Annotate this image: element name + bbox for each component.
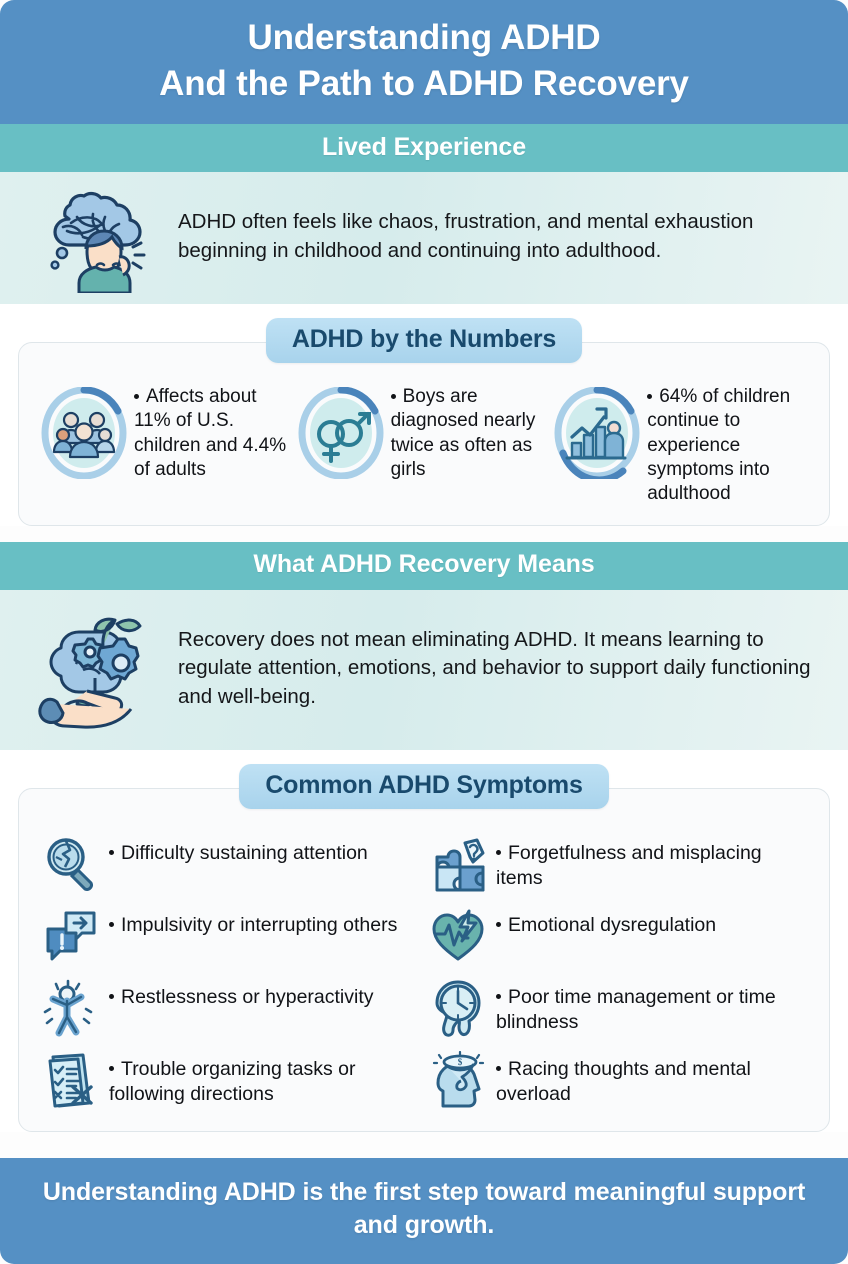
stat-text: 64% of children continue to experience s… [647,386,791,505]
poster-footer: Understanding ADHD is the first step tow… [0,1158,848,1264]
lived-experience-text: ADHD often feels like chaos, frustration… [178,210,754,262]
brain-gears-plant-in-hand-icon [22,606,172,732]
lived-experience-body: ADHD often feels like chaos, frustration… [0,172,848,304]
puzzle-piece-question-mark-icon [428,833,488,895]
numbers-card: Affects about 11% of U.S. children and 4… [18,342,830,526]
bullet-icon [496,994,501,1000]
melting-clock-icon [428,977,488,1039]
symptom-item: Poor time management or time blindness [428,977,807,1039]
footer-text: Understanding ADHD is the first step tow… [42,1177,806,1240]
symptom-text: Trouble organizing tasks or following di… [109,1057,356,1105]
heart-lightning-bolt-icon [428,905,488,967]
bullet-icon [496,850,501,856]
symptom-item: Forgetfulness and misplacing items [428,833,807,895]
symptom-text: Restlessness or hyperactivity [109,977,420,1010]
symptoms-title-pill: Common ADHD Symptoms [239,763,609,809]
bullet-icon [109,922,114,928]
recovery-body: Recovery does not mean eliminating ADHD.… [0,589,848,750]
stat-item: Boys are diagnosed nearly twice as often… [298,383,551,482]
bullet-icon [390,393,396,399]
symptom-text: Difficulty sustaining attention [109,833,420,866]
tangled-thought-cloud-person-icon [22,181,172,293]
symptom-item: Impulsivity or interrupting others [41,905,420,967]
symptoms-section: Common ADHD Symptoms Difficulty sustaini [0,749,848,1132]
bullet-icon [496,922,501,928]
symptoms-title: Common ADHD Symptoms [265,770,583,799]
symptoms-grid: Difficulty sustaining attention [33,823,815,1117]
jumping-person-icon [41,977,101,1039]
symptom-item: Restlessness or hyperactivity [41,977,420,1039]
symptom-text: Impulsivity or interrupting others [109,905,420,938]
stats-row: Affects about 11% of U.S. children and 4… [33,377,815,511]
cracked-magnifying-glass-icon [41,833,101,895]
head-with-tornado-icon: $ [428,1049,488,1111]
symptom-item: $ Racing thoughts and mental overload [428,1049,807,1111]
symptom-text: Forgetfulness and misplacing items [496,841,762,889]
male-female-gender-symbols-icon [298,387,384,479]
symptom-item: Emotional dysregulation [428,905,807,967]
bullet-icon [109,994,114,1000]
recovery-text: Recovery does not mean eliminating ADHD.… [178,627,811,708]
numbers-title: ADHD by the Numbers [291,325,557,353]
bullet-icon [496,1066,501,1072]
bullet-icon [647,393,653,399]
bullet-icon [109,1066,114,1072]
header-title-line-1: Understanding ADHD [247,17,601,57]
symptom-item: Difficulty sustaining attention [41,833,420,895]
symptom-item: Trouble organizing tasks or following di… [41,1049,420,1111]
symptom-text: Poor time management or time blindness [496,985,776,1033]
section-heading-lived-experience: Lived Experience [0,124,848,172]
bullet-icon [109,850,114,856]
numbers-section: ADHD by the Numbers [0,304,848,526]
lived-experience-title: Lived Experience [321,132,527,161]
stat-text: Boys are diagnosed nearly twice as often… [390,386,536,480]
stat-text: Affects about 11% of U.S. children and 4… [134,386,287,480]
svg-text:$: $ [458,1057,463,1067]
poster-header: Understanding ADHD And the Path to ADHD … [0,0,848,124]
bullet-icon [134,393,139,399]
growth-chart-person-icon [554,387,640,479]
stat-item: Affects about 11% of U.S. children and 4… [41,383,294,482]
section-heading-recovery: What ADHD Recovery Means [0,541,848,590]
speech-bubble-arrow-exclamation-icon [41,905,101,967]
checklist-clipboard-icon [41,1049,101,1111]
numbers-title-pill: ADHD by the Numbers [265,318,583,363]
group-of-people-icon [41,387,127,479]
symptoms-card: Difficulty sustaining attention [18,787,830,1132]
recovery-title: What ADHD Recovery Means [253,550,595,579]
stat-item: 64% of children continue to experience s… [554,383,807,507]
symptom-text: Emotional dysregulation [496,905,807,938]
header-title-line-2: And the Path to ADHD Recovery [159,64,689,103]
symptom-text: Racing thoughts and mental overload [496,1057,751,1105]
